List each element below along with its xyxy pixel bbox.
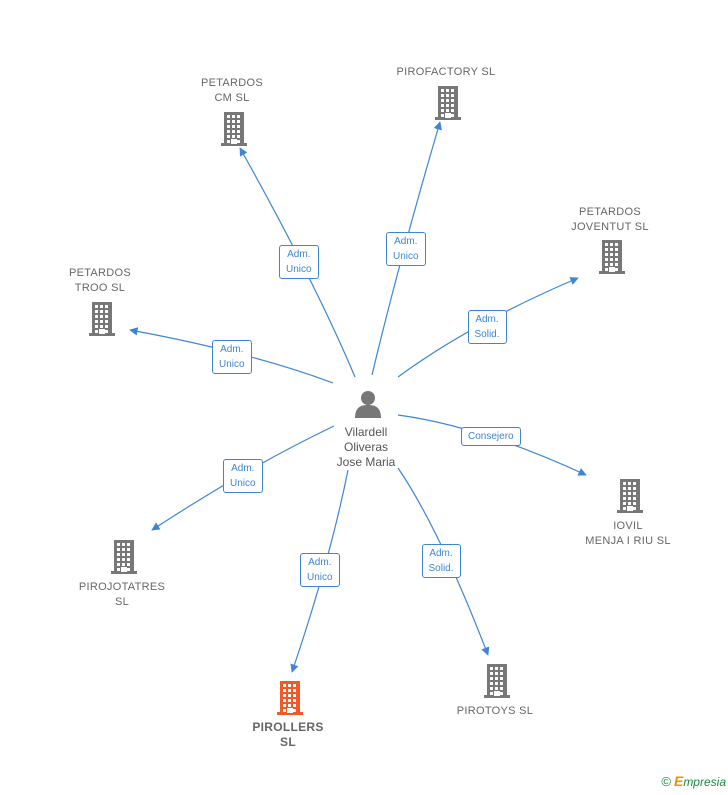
relation-label-petardos-cm[interactable]: Adm. Unico — [279, 245, 319, 279]
relation-label-pirojotatres[interactable]: Adm. Unico — [223, 459, 263, 493]
building-icon-petardos-cm[interactable] — [220, 110, 248, 151]
company-name-pirojotatres[interactable]: PIROJOTATRES SL — [78, 581, 166, 608]
company-name-petardos-joventut[interactable]: PETARDOS JOVENTUT SL — [571, 206, 649, 233]
building-icon-iovil[interactable] — [616, 477, 644, 518]
copyright-symbol: © — [661, 774, 671, 789]
building-icon-petardos-joventut[interactable] — [598, 238, 626, 279]
person-icon[interactable] — [353, 389, 383, 424]
company-name-petardos-cm[interactable]: PETARDOS CM SL — [200, 77, 264, 104]
relation-label-petardos-troo[interactable]: Adm. Unico — [212, 340, 252, 374]
relation-label-iovil[interactable]: Consejero — [461, 426, 521, 446]
footer-brand[interactable]: ©Empresia — [661, 773, 726, 789]
company-name-iovil[interactable]: IOVIL MENJA I RIU SL — [585, 520, 671, 547]
relation-label-pirollers[interactable]: Adm. Unico — [300, 553, 340, 587]
company-name-pirotoys[interactable]: PIROTOYS SL — [456, 705, 534, 717]
company-name-pirollers[interactable]: PIROLLERS SL — [252, 720, 324, 749]
company-name-petardos-troo[interactable]: PETARDOS TROO SL — [68, 267, 132, 294]
company-name-pirofactory[interactable]: PIROFACTORY SL — [396, 66, 496, 78]
relation-label-pirofactory[interactable]: Adm. Unico — [386, 232, 426, 266]
relation-label-pirotoys[interactable]: Adm. Solid. — [421, 544, 461, 578]
building-icon-pirotoys[interactable] — [483, 662, 511, 703]
building-icon-petardos-troo[interactable] — [88, 300, 116, 341]
building-icon-pirollers[interactable] — [276, 679, 304, 720]
relation-label-petardos-joventut[interactable]: Adm. Solid. — [467, 310, 507, 344]
brand-logo-e: E — [673, 773, 684, 789]
building-icon-pirofactory[interactable] — [434, 84, 462, 125]
building-icon-pirojotatres[interactable] — [110, 538, 138, 579]
brand-name: mpresia — [683, 775, 726, 789]
center-person-name[interactable]: Vilardell Oliveras Jose Maria — [336, 425, 396, 469]
